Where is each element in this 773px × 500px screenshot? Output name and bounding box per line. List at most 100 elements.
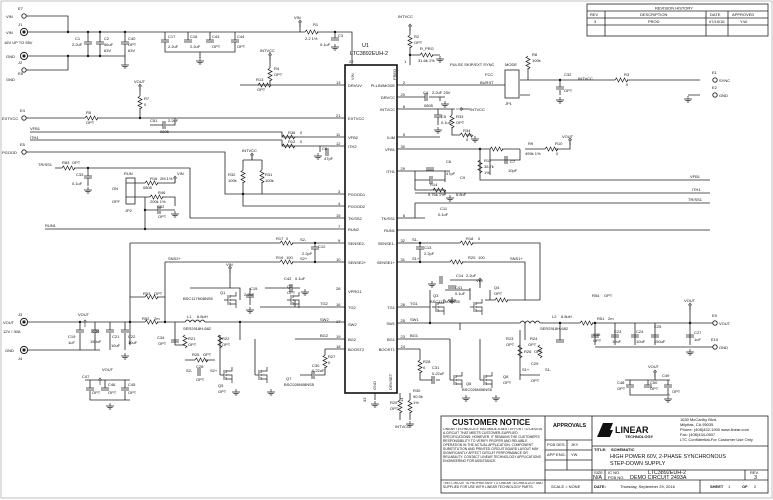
revision_history-title-label: REVISION HISTORY (655, 6, 693, 11)
revision-history-table: REVISION HISTORY REV DESCRIPTION DATE AP… (586, 3, 769, 37)
parts-c13-0-label: C13 (424, 245, 432, 250)
parts-c32-1-label: OPT (564, 88, 573, 93)
jumper-jp1[interactable]: MODE JP1 PULSE SKIP/EXT SYNC FCC BURST (450, 62, 517, 106)
parts-r5-1-label: OPT (86, 120, 95, 125)
parts-c16-1-label: 2.2uF (190, 44, 201, 49)
parts-r7-1-label: 0 (144, 102, 147, 107)
parts-r14-0-label: R14 (430, 182, 438, 187)
parts-r8-1-label: 100k (532, 58, 541, 63)
parts-r51-1-label: 2m (608, 316, 614, 321)
title_block-logo_text-label: LINEAR (615, 425, 649, 435)
nets-sns2-label: SNS2+ (168, 256, 181, 261)
parts-r11-2-label: 1% (484, 170, 490, 175)
title_block-date-label: Thursday, September 29, 2016 (620, 484, 676, 489)
parts-c45-1-label: OPT (128, 390, 137, 395)
parts-q5-0-label: Q5 (218, 383, 224, 388)
parts-r29-0-label: R29 (390, 400, 398, 405)
parts-r13-0-label: R13 (256, 77, 264, 82)
parts-r32-0-label: R32 (228, 172, 236, 177)
parts-c42-1-label: 0.1uF (295, 276, 306, 281)
ic-left_pins-7-name-label: RUN2 (348, 227, 360, 232)
parts-r10-0-label: R10 (555, 141, 563, 146)
connectors-e7-1-label: VIN (6, 14, 13, 19)
title_block-date_label-label: DATE: (594, 484, 606, 489)
ic-right_pins-11-name-label: SW1 (386, 321, 395, 326)
parts-q8-1-label: OPT (503, 380, 512, 385)
parts-c14-0-label: C14 (456, 273, 464, 278)
revision_history-headers-3-label: APPROVED (732, 12, 754, 17)
parts-r8-0-label: R8 (532, 52, 538, 57)
parts-q8-0-label: Q8 (503, 374, 509, 379)
parts-r33-0-label: R33 (456, 114, 464, 119)
parts-c17-0-label: C17 (168, 34, 176, 39)
ic-right_pins-3-name-label: ILIM (387, 135, 395, 140)
revision_history-headers-1-label: DESCRIPTION (640, 12, 667, 17)
ic-left_pins-9-name-label: SENSE2+ (348, 260, 367, 265)
nets-vout-label: VOUT (134, 79, 146, 84)
parts-c20-0-label: C20 (92, 329, 100, 334)
ic-right_pins-8-no-label: 32 (401, 238, 406, 243)
parts-c22-1-label: 10uF (128, 340, 138, 345)
ic-left_pins-1-no-label: 21 (336, 113, 341, 118)
parts-c28-0-label: C28 (196, 364, 204, 369)
ic-right_pins-10-no-label: 26 (401, 302, 406, 307)
nets-intvcc-label: INTVCC (578, 76, 593, 81)
parts-c33-0-label: C33 (76, 172, 84, 177)
parts-c41-1-label: 0.1uF (455, 291, 466, 296)
nets-run1-label: RUN1 (45, 223, 57, 228)
parts-r21-0-label: R21 (188, 336, 196, 341)
parts-c40-0-label: C40 (128, 36, 136, 41)
parts-c31-1-label: 0.22uF (432, 371, 445, 376)
parts-q1-1-label: BSC117N08NS5 (183, 296, 213, 301)
parts-c11-1-label: 0.1uF (438, 212, 449, 217)
connectors-j3-0-label: J3 (18, 312, 23, 317)
parts-c9-1-label: 6.8nF (456, 192, 467, 197)
parts-c33-1-label: 0.1uF (72, 181, 83, 186)
nets-sns1-label: SNS1+ (510, 256, 523, 261)
parts-r36-0-label: R36 (288, 130, 296, 135)
parts-r30-1-label: 90.9k (413, 394, 423, 399)
parts-c43-1-label: OPT (212, 44, 221, 49)
parts-q3-1-label: BSC117N08NS5 (430, 299, 460, 304)
parts-c14-1-label: 2.2uF (466, 273, 477, 278)
nets-sw2-label: SW2 (320, 317, 329, 322)
parts-c35-0-label: C35 (593, 332, 601, 337)
jumper-jp2[interactable]: RUN ON OFF JP2 (112, 171, 133, 213)
parts-r83-0-label: R83 (62, 160, 70, 165)
parts-c40-2-label: 63V (128, 48, 135, 53)
nets-trss1-label: TR/SS1 (688, 197, 703, 202)
parts-c21-1-label: 10uF (111, 343, 121, 348)
title_block-title_kind-label: SCHEMATIC (611, 447, 635, 452)
ic-right_pins-1-name-label: DRVCC (381, 95, 395, 100)
parts-c51-0-label: C51 (150, 118, 158, 123)
nets-ith1-label: ITH1 (30, 135, 39, 140)
parts-r23-0-label: R23 (506, 336, 514, 341)
connectors-j1-0-label: J1 (18, 22, 23, 27)
parts-c34-1-label: OPT (158, 341, 167, 346)
connectors-e8-1-label: GND (6, 77, 15, 82)
parts-q1-0-label: Q1 (220, 290, 226, 295)
ic-top_pins-freq_no-label: 1 (404, 59, 407, 64)
nets-bg1-label: BG1 (410, 333, 419, 338)
parts-c41-0-label: C41 (455, 285, 463, 290)
parts-r18-0-label: R18 (466, 236, 474, 241)
jumpers-jp2-title-label: RUN (124, 171, 133, 176)
ic-left_pins-8-name-label: SENSE2- (348, 241, 366, 246)
parts-c12-1-label: 2.2pF (302, 251, 313, 256)
revision_history-rows-0-3-label: Y.W. (740, 19, 748, 24)
parts-r25-0-label: R25 (192, 352, 200, 357)
ic-bottom_pins-drvset-label: DRVSET (388, 373, 393, 390)
parts-q6-1-label: BSC026N08NS5 (462, 387, 493, 392)
nets-sw1-label: SW1 (410, 317, 419, 322)
title_block-address-4-label: LTC Confidential-For Customer Use Only (680, 437, 753, 442)
ic-right_pins-12-name-label: BG1 (387, 337, 396, 342)
ic-bottom_pins-gnd-label: GND (372, 381, 377, 390)
customer-notice-title: CUSTOMER NOTICE (452, 418, 531, 427)
parts-c15-1-label: 2.2uF (244, 292, 255, 297)
parts-c44-1-label: OPT (237, 44, 246, 49)
ic-left_pins-11-name-label: TG2 (348, 305, 357, 310)
ic-u1: U1 LTC3892EUH-2 22 VIN 1 FREQ 33 GND 14 … (336, 43, 407, 402)
connectors-j4-1-label: GND (5, 348, 14, 353)
parts-r29-1-label: OPT (390, 406, 399, 411)
